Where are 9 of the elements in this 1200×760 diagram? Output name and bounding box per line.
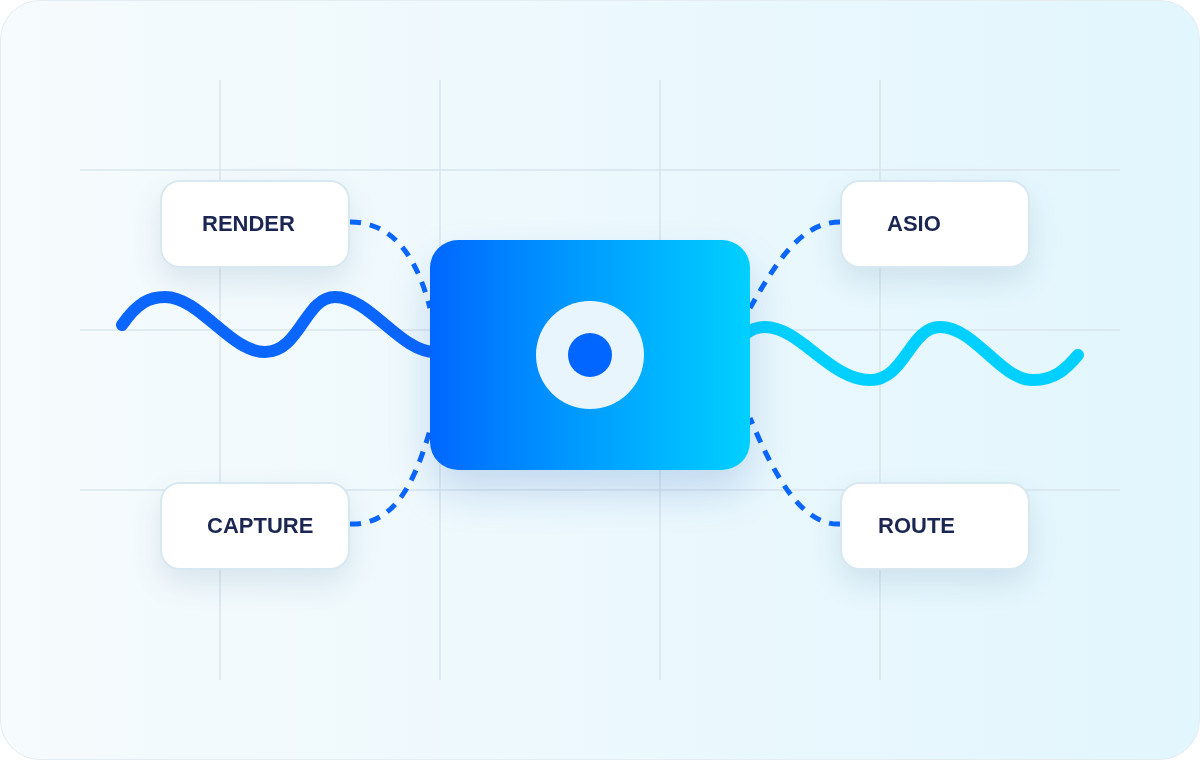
node-label: ROUTE <box>878 512 955 540</box>
label-card <box>160 180 350 268</box>
label-card <box>160 482 350 570</box>
label-card <box>840 180 1030 268</box>
node-label: CAPTURE <box>207 512 314 540</box>
node-label: ASIO <box>887 210 941 238</box>
central-block <box>430 240 750 470</box>
node-label: RENDER <box>202 210 295 238</box>
label-card <box>840 482 1030 570</box>
